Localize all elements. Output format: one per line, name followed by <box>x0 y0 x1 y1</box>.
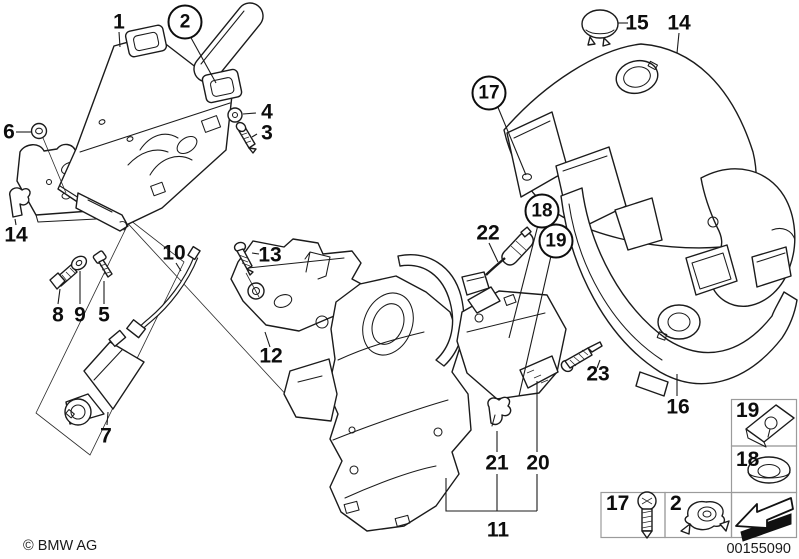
callout-16[interactable]: 16 <box>666 395 690 419</box>
legend-label-18: 18 <box>736 448 760 471</box>
callout-3[interactable]: 3 <box>261 121 273 145</box>
cable-22 <box>461 226 534 296</box>
screw-23 <box>560 341 603 373</box>
callout-17-circled[interactable]: 17 <box>471 75 507 111</box>
legend-label-2: 2 <box>670 492 682 515</box>
lock-housing-11 <box>283 275 472 532</box>
rubber-mount-upper <box>124 24 168 58</box>
clip-14-left <box>9 187 31 218</box>
callout-9[interactable]: 9 <box>74 303 86 327</box>
clamp-nut-icon <box>680 500 730 535</box>
callout-22[interactable]: 22 <box>476 221 500 245</box>
callout-8[interactable]: 8 <box>52 303 64 327</box>
callout-7[interactable]: 7 <box>100 424 112 448</box>
direction-arrow-icon <box>735 497 794 542</box>
grommet-6 <box>30 122 48 140</box>
screw-icon <box>637 491 657 539</box>
bolt-8 <box>49 264 78 290</box>
callout-6[interactable]: 6 <box>3 120 15 144</box>
washer-4 <box>227 107 243 123</box>
nut-9 <box>70 255 88 271</box>
lower-cover-16 <box>560 187 798 397</box>
callout-4[interactable]: 4 <box>261 100 273 124</box>
screw-3 <box>235 121 257 154</box>
callout-10[interactable]: 10 <box>162 241 186 265</box>
screw-13 <box>233 241 254 276</box>
legend-label-19: 19 <box>736 399 760 422</box>
bearing-channel <box>397 254 465 367</box>
callout-13[interactable]: 13 <box>258 243 282 267</box>
callout-18-circled[interactable]: 18 <box>524 193 560 229</box>
callout-23[interactable]: 23 <box>586 362 610 386</box>
copyright-notice: © BMW AG <box>23 538 98 554</box>
callout-21[interactable]: 21 <box>485 451 509 475</box>
callout-1[interactable]: 1 <box>113 10 125 34</box>
callout-11[interactable]: 11 <box>486 518 510 542</box>
callout-15[interactable]: 15 <box>625 11 649 35</box>
legend-label-17: 17 <box>606 492 630 515</box>
callout-12[interactable]: 12 <box>259 344 283 368</box>
screw-5 <box>92 250 113 278</box>
legend-table <box>600 398 798 542</box>
callout-14-right[interactable]: 14 <box>667 11 691 35</box>
ignition-switch-20 <box>456 286 567 400</box>
column-tube <box>193 2 264 83</box>
clip-21 <box>487 396 512 427</box>
callout-19-circled[interactable]: 19 <box>538 223 574 259</box>
leader-lines <box>14 22 680 512</box>
diagram-number: 00155090 <box>726 541 791 557</box>
washer-icon <box>747 456 791 484</box>
callout-20[interactable]: 20 <box>526 451 550 475</box>
mounting-plate-12 <box>230 238 368 332</box>
callout-14-left[interactable]: 14 <box>4 223 28 247</box>
steering-column-support <box>57 34 233 230</box>
callout-5[interactable]: 5 <box>98 303 110 327</box>
clip-nut-icon <box>745 404 795 448</box>
lock-motor-7 <box>64 329 145 426</box>
reference-plane <box>35 215 304 456</box>
rubber-mount-lower <box>201 68 243 104</box>
interlock-cable-10 <box>126 245 201 339</box>
column-lower-tab <box>75 192 129 232</box>
callout-2-circled[interactable]: 2 <box>167 4 203 40</box>
cap-15 <box>581 9 619 47</box>
